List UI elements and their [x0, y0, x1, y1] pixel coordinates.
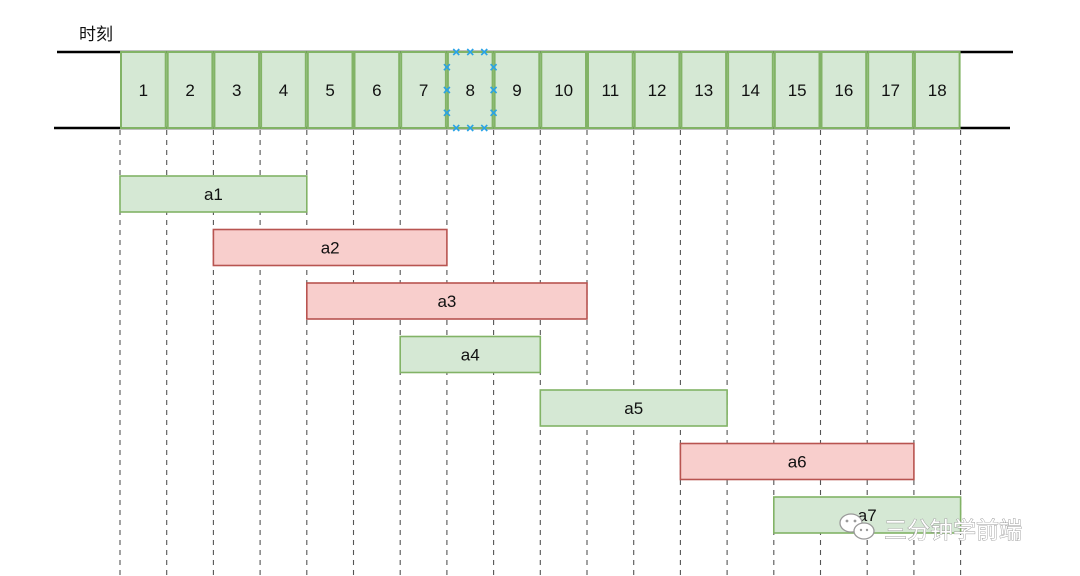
time-cell [260, 51, 307, 129]
selection-handle[interactable] [490, 86, 498, 94]
activity-bar [399, 335, 542, 374]
time-cell [633, 51, 681, 129]
time-cell [820, 51, 868, 129]
selection-handle[interactable] [466, 124, 474, 132]
time-cell-label: 14 [741, 81, 760, 100]
activity-bar [212, 228, 448, 267]
time-cell [306, 51, 354, 129]
time-cell-label: 7 [419, 81, 428, 100]
time-cell-label: 18 [928, 81, 947, 100]
time-cell-label: 13 [694, 81, 713, 100]
time-cell-label: 6 [372, 81, 381, 100]
selection-handle[interactable] [443, 86, 451, 94]
diagram-title: 时刻 [79, 25, 113, 45]
activity-a3: a3 [305, 282, 588, 320]
selection-handles [443, 48, 498, 132]
activity-a6: a6 [679, 442, 915, 481]
time-cell [867, 51, 914, 129]
activity-a5: a5 [539, 389, 728, 427]
time-cell [493, 51, 541, 129]
time-cell [166, 51, 214, 129]
time-cell-label: 11 [602, 81, 620, 100]
activity-bars: a1 a2 a3 a4 a5 a6 a7 [119, 175, 962, 534]
grid-guides [119, 130, 962, 576]
time-cell-label: 17 [881, 81, 900, 100]
time-cell-label: 1 [139, 81, 148, 100]
activity-label: a5 [624, 399, 643, 418]
time-cell-label: 2 [185, 81, 194, 100]
activity-a1: a1 [119, 175, 308, 213]
selection-handle[interactable] [443, 63, 451, 71]
time-cell [680, 51, 728, 129]
time-cell-label: 4 [279, 81, 288, 100]
activity-label: a3 [437, 292, 456, 311]
watermark: 三分钟学前端 [839, 513, 1022, 544]
time-cell-label: 12 [648, 81, 667, 100]
time-cell-label: 15 [788, 81, 807, 100]
activity-bar [119, 175, 308, 213]
activity-label: a6 [788, 453, 807, 472]
wechat-icon [839, 513, 875, 540]
activity-label: a1 [204, 185, 223, 204]
time-cell [353, 51, 401, 129]
time-cell [587, 51, 634, 129]
activity-label: a4 [461, 346, 480, 365]
activity-label: a2 [321, 239, 340, 258]
selection-handle[interactable] [490, 63, 498, 71]
time-cell [913, 51, 961, 129]
watermark-text: 三分钟学前端 [884, 518, 1022, 544]
time-cell-label: 8 [466, 81, 475, 100]
time-cell [727, 51, 774, 129]
selection-handle[interactable] [490, 109, 498, 117]
activity-bar [679, 442, 915, 481]
activity-bar [305, 282, 588, 320]
time-cell-label: 5 [325, 81, 334, 100]
activity-bar [539, 389, 728, 427]
selection-handle[interactable] [452, 124, 460, 132]
activity-label: a7 [858, 506, 877, 525]
time-cell [773, 51, 821, 129]
time-cell-label: 3 [232, 81, 241, 100]
activity-a4: a4 [399, 335, 542, 374]
activity-a2: a2 [212, 228, 448, 267]
selection-handle[interactable] [466, 48, 474, 56]
selection-handle[interactable] [452, 48, 460, 56]
selection-handle[interactable] [443, 109, 451, 117]
time-cell-label: 16 [834, 81, 853, 100]
selection-handle[interactable] [480, 48, 488, 56]
time-cell-label: 10 [554, 81, 573, 100]
time-cell-label: 9 [512, 81, 521, 100]
selection-handle[interactable] [480, 124, 488, 132]
time-cell [540, 51, 587, 129]
time-cell [120, 51, 167, 129]
time-cell [213, 51, 261, 129]
